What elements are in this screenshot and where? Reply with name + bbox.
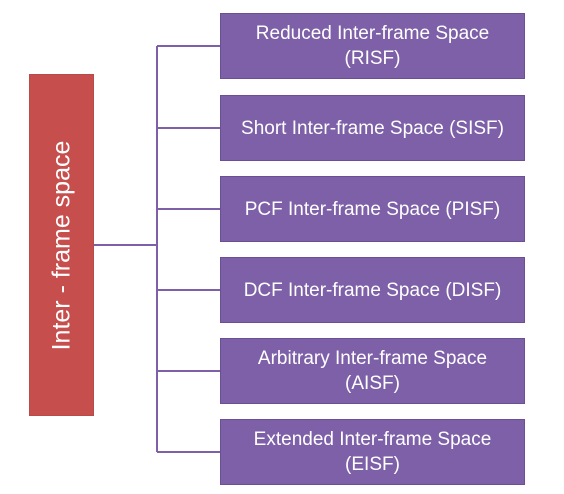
root-node: Inter - frame space [29, 74, 94, 416]
child-node-eisf: Extended Inter-frame Space (EISF) [220, 419, 525, 485]
child-node-risf: Reduced Inter-frame Space (RISF) [220, 13, 525, 79]
child-node-label: PCF Inter-frame Space (PISF) [244, 198, 501, 220]
child-node-label: DCF Inter-frame Space (DISF) [243, 279, 502, 301]
child-node-label: Arbitrary Inter-frame Space (AISF) [257, 348, 488, 394]
child-node-pisf: PCF Inter-frame Space (PISF) [220, 176, 525, 242]
root-node-label: Inter - frame space [47, 140, 75, 350]
child-node-label: Reduced Inter-frame Space (RISF) [255, 23, 490, 69]
child-node-label: Short Inter-frame Space (SISF) [241, 117, 504, 139]
child-node-disf: DCF Inter-frame Space (DISF) [220, 257, 525, 323]
child-node-label: Extended Inter-frame Space (EISF) [253, 429, 492, 475]
child-node-sisf: Short Inter-frame Space (SISF) [220, 95, 525, 161]
child-node-aisf: Arbitrary Inter-frame Space (AISF) [220, 338, 525, 404]
